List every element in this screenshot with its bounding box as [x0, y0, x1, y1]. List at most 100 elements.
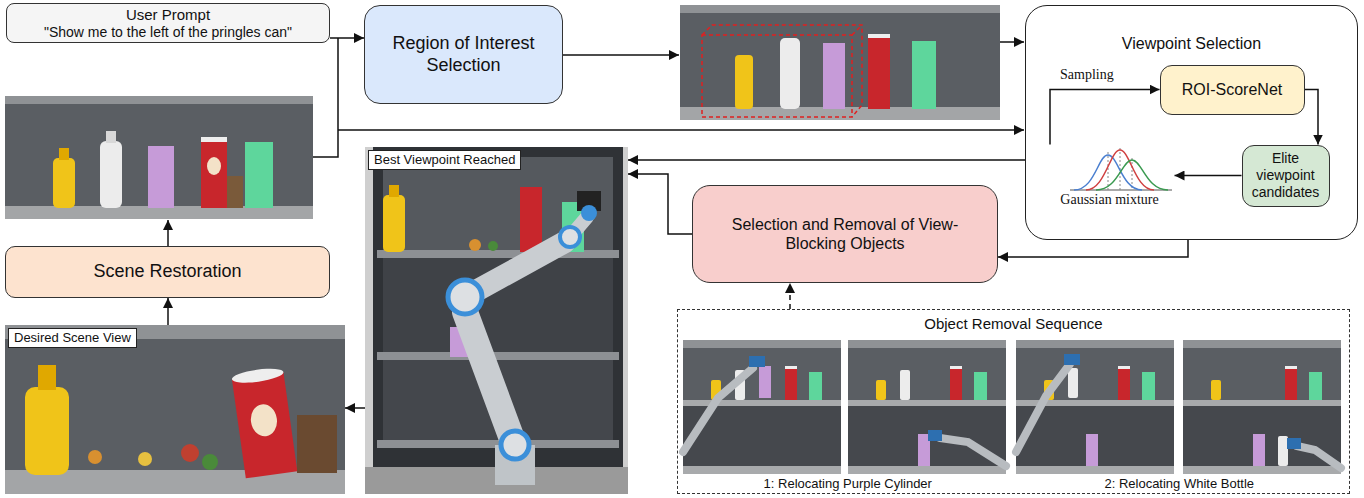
removal-photo: [759, 366, 771, 398]
desired-view-photo: [181, 444, 199, 462]
process-box: Elite viewpoint candidates: [1242, 145, 1330, 207]
prompt-box: User Prompt"Show me to the left of the p…: [6, 3, 330, 43]
robot-photo: [581, 205, 597, 221]
process-box: Selection and Removal of View-Blocking O…: [692, 185, 998, 283]
gaussian-curves: [1086, 150, 1154, 190]
desired-view-photo: [202, 454, 218, 470]
desired-view-photo: [5, 325, 345, 494]
removal-photo: [940, 438, 1006, 466]
scene-photo: [100, 141, 122, 208]
desired-view-photo: [88, 450, 102, 464]
process-box: Region of Interest Selection: [364, 5, 563, 104]
connector: [628, 174, 692, 234]
flow-arrow: [338, 129, 1024, 131]
roi-photo: [680, 5, 1000, 120]
connector: [345, 407, 365, 409]
removal-photo: [848, 340, 1006, 474]
gaussian-curves: [1070, 148, 1172, 190]
photo-label: Best Viewpoint Reached: [368, 150, 521, 170]
connector: [330, 37, 364, 39]
removal-photo: [683, 340, 841, 474]
removal-photo: [1183, 340, 1341, 474]
roi-photo: [680, 5, 1000, 13]
removal-photo: [900, 370, 910, 400]
flow-arrow: [1000, 41, 1024, 43]
removal-photo: [1278, 436, 1288, 466]
removal-photo: [1086, 434, 1098, 466]
caption-row: 1: Relocating Purple Cylinder2: Relocati…: [682, 476, 1345, 492]
scene-photo: [5, 96, 313, 219]
box-title: Elite viewpoint candidates: [1248, 150, 1324, 200]
scene-photo: [148, 146, 174, 208]
box-title: Region of Interest Selection: [375, 33, 552, 76]
robot-photo: [520, 187, 542, 252]
desired-view-photo: [138, 452, 152, 466]
removal-photo: [1287, 438, 1301, 449]
scene-photo: [59, 148, 69, 160]
connector: [1050, 90, 1160, 145]
robot-photo: [377, 352, 619, 360]
connector: [789, 283, 791, 309]
scene-photo: [5, 96, 313, 104]
scene-photo: [227, 176, 243, 208]
viewpoint-panel: Viewpoint SelectionROI-ScoreNetElite vie…: [1025, 5, 1358, 240]
scene-photo: [5, 96, 313, 219]
robot-photo: [465, 312, 515, 447]
scene-photo: [201, 140, 227, 208]
scene-photo: [245, 142, 273, 208]
roi-photo: [702, 25, 862, 117]
scene-photo: [53, 158, 75, 208]
roi-photo: [702, 35, 852, 117]
removal-photo: [1297, 446, 1341, 468]
desired-view-photo: [297, 415, 337, 473]
desired-view-photo: [231, 366, 297, 478]
connector: [1305, 90, 1319, 145]
removal-photo: [848, 340, 1006, 474]
sequence-panel: Object Removal Sequence1: Relocating Pur…: [677, 309, 1350, 494]
flow-arrow: [563, 54, 679, 56]
connector: [998, 240, 1188, 257]
box-title: Scene Restoration: [93, 261, 241, 283]
flow-arrow: [313, 38, 338, 157]
desired-view-photo: [25, 387, 69, 475]
robot-photo: [488, 241, 498, 251]
removal-photo: [1253, 434, 1265, 466]
box-title: User Prompt: [126, 6, 210, 24]
robot-photo: [383, 195, 405, 252]
removal-photo: [1068, 368, 1078, 398]
removal-photo: [1016, 340, 1174, 474]
roi-photo: [735, 55, 753, 109]
desired-view-photo: [249, 403, 279, 438]
chart-caption: Gaussian mixture: [1060, 192, 1158, 209]
roi-photo: [823, 43, 845, 109]
removal-photo: [683, 340, 841, 474]
robot-photo: [365, 147, 628, 494]
panel-title: Viewpoint Selection: [1122, 34, 1261, 53]
robot-photo: [383, 157, 613, 250]
robot-photo: [501, 431, 529, 459]
roi-photo: [868, 37, 890, 109]
connector-layer: [168, 38, 1318, 408]
roi-photo: [780, 38, 800, 109]
gaussian-curves: [1096, 160, 1168, 190]
robot-photo: [365, 147, 628, 494]
process-box: ROI-ScoreNet: [1160, 65, 1305, 115]
removal-photo: [1016, 364, 1070, 452]
connector: [167, 298, 169, 325]
flow-arrow: [167, 220, 169, 246]
photo-label: Desired Scene View: [8, 328, 137, 348]
gaussian-curves: [1070, 190, 1172, 191]
robot-photo: [469, 239, 481, 251]
photo-caption: 1: Relocating Purple Cylinder: [682, 476, 1014, 492]
removal-photo: [928, 430, 942, 441]
roi-photo: [868, 34, 890, 38]
process-box: Scene Restoration: [5, 246, 330, 298]
box-body: "Show me to the left of the pringles can…: [44, 24, 292, 41]
scene-photo: [106, 131, 116, 143]
box-title: ROI-ScoreNet: [1182, 80, 1282, 99]
photo-caption: 2: Relocating White Bottle: [1014, 476, 1346, 492]
photo-panel: Best Viewpoint Reached: [365, 147, 628, 494]
gaussian-chart: Gaussian mixture: [1045, 145, 1175, 211]
removal-photo: [749, 356, 765, 367]
